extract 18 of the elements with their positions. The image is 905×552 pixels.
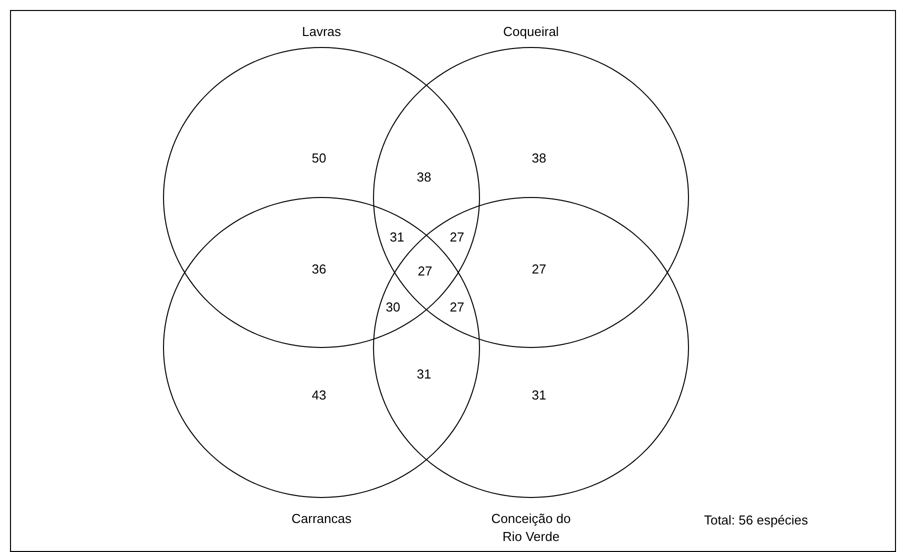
region-count: 43: [312, 388, 326, 402]
set-label: Lavras: [300, 23, 342, 41]
set-label: Carrancas: [290, 510, 352, 528]
region-count: 31: [532, 388, 546, 402]
set-label: Conceição do Rio Verde: [490, 510, 572, 546]
region-count: 27: [450, 230, 464, 244]
region-count: 31: [416, 366, 432, 382]
set-label: Coqueiral: [502, 23, 560, 41]
region-count: 27: [532, 262, 546, 276]
region-count: 31: [390, 230, 404, 244]
total-note: Total: 56 espécies: [704, 512, 808, 528]
region-count: 27: [450, 300, 464, 314]
region-count: 30: [386, 300, 400, 314]
region-count: 38: [532, 150, 546, 166]
region-count: 50: [312, 150, 326, 166]
region-count: 38: [416, 170, 432, 184]
region-count: 27: [418, 264, 432, 278]
region-count: 36: [312, 262, 326, 276]
